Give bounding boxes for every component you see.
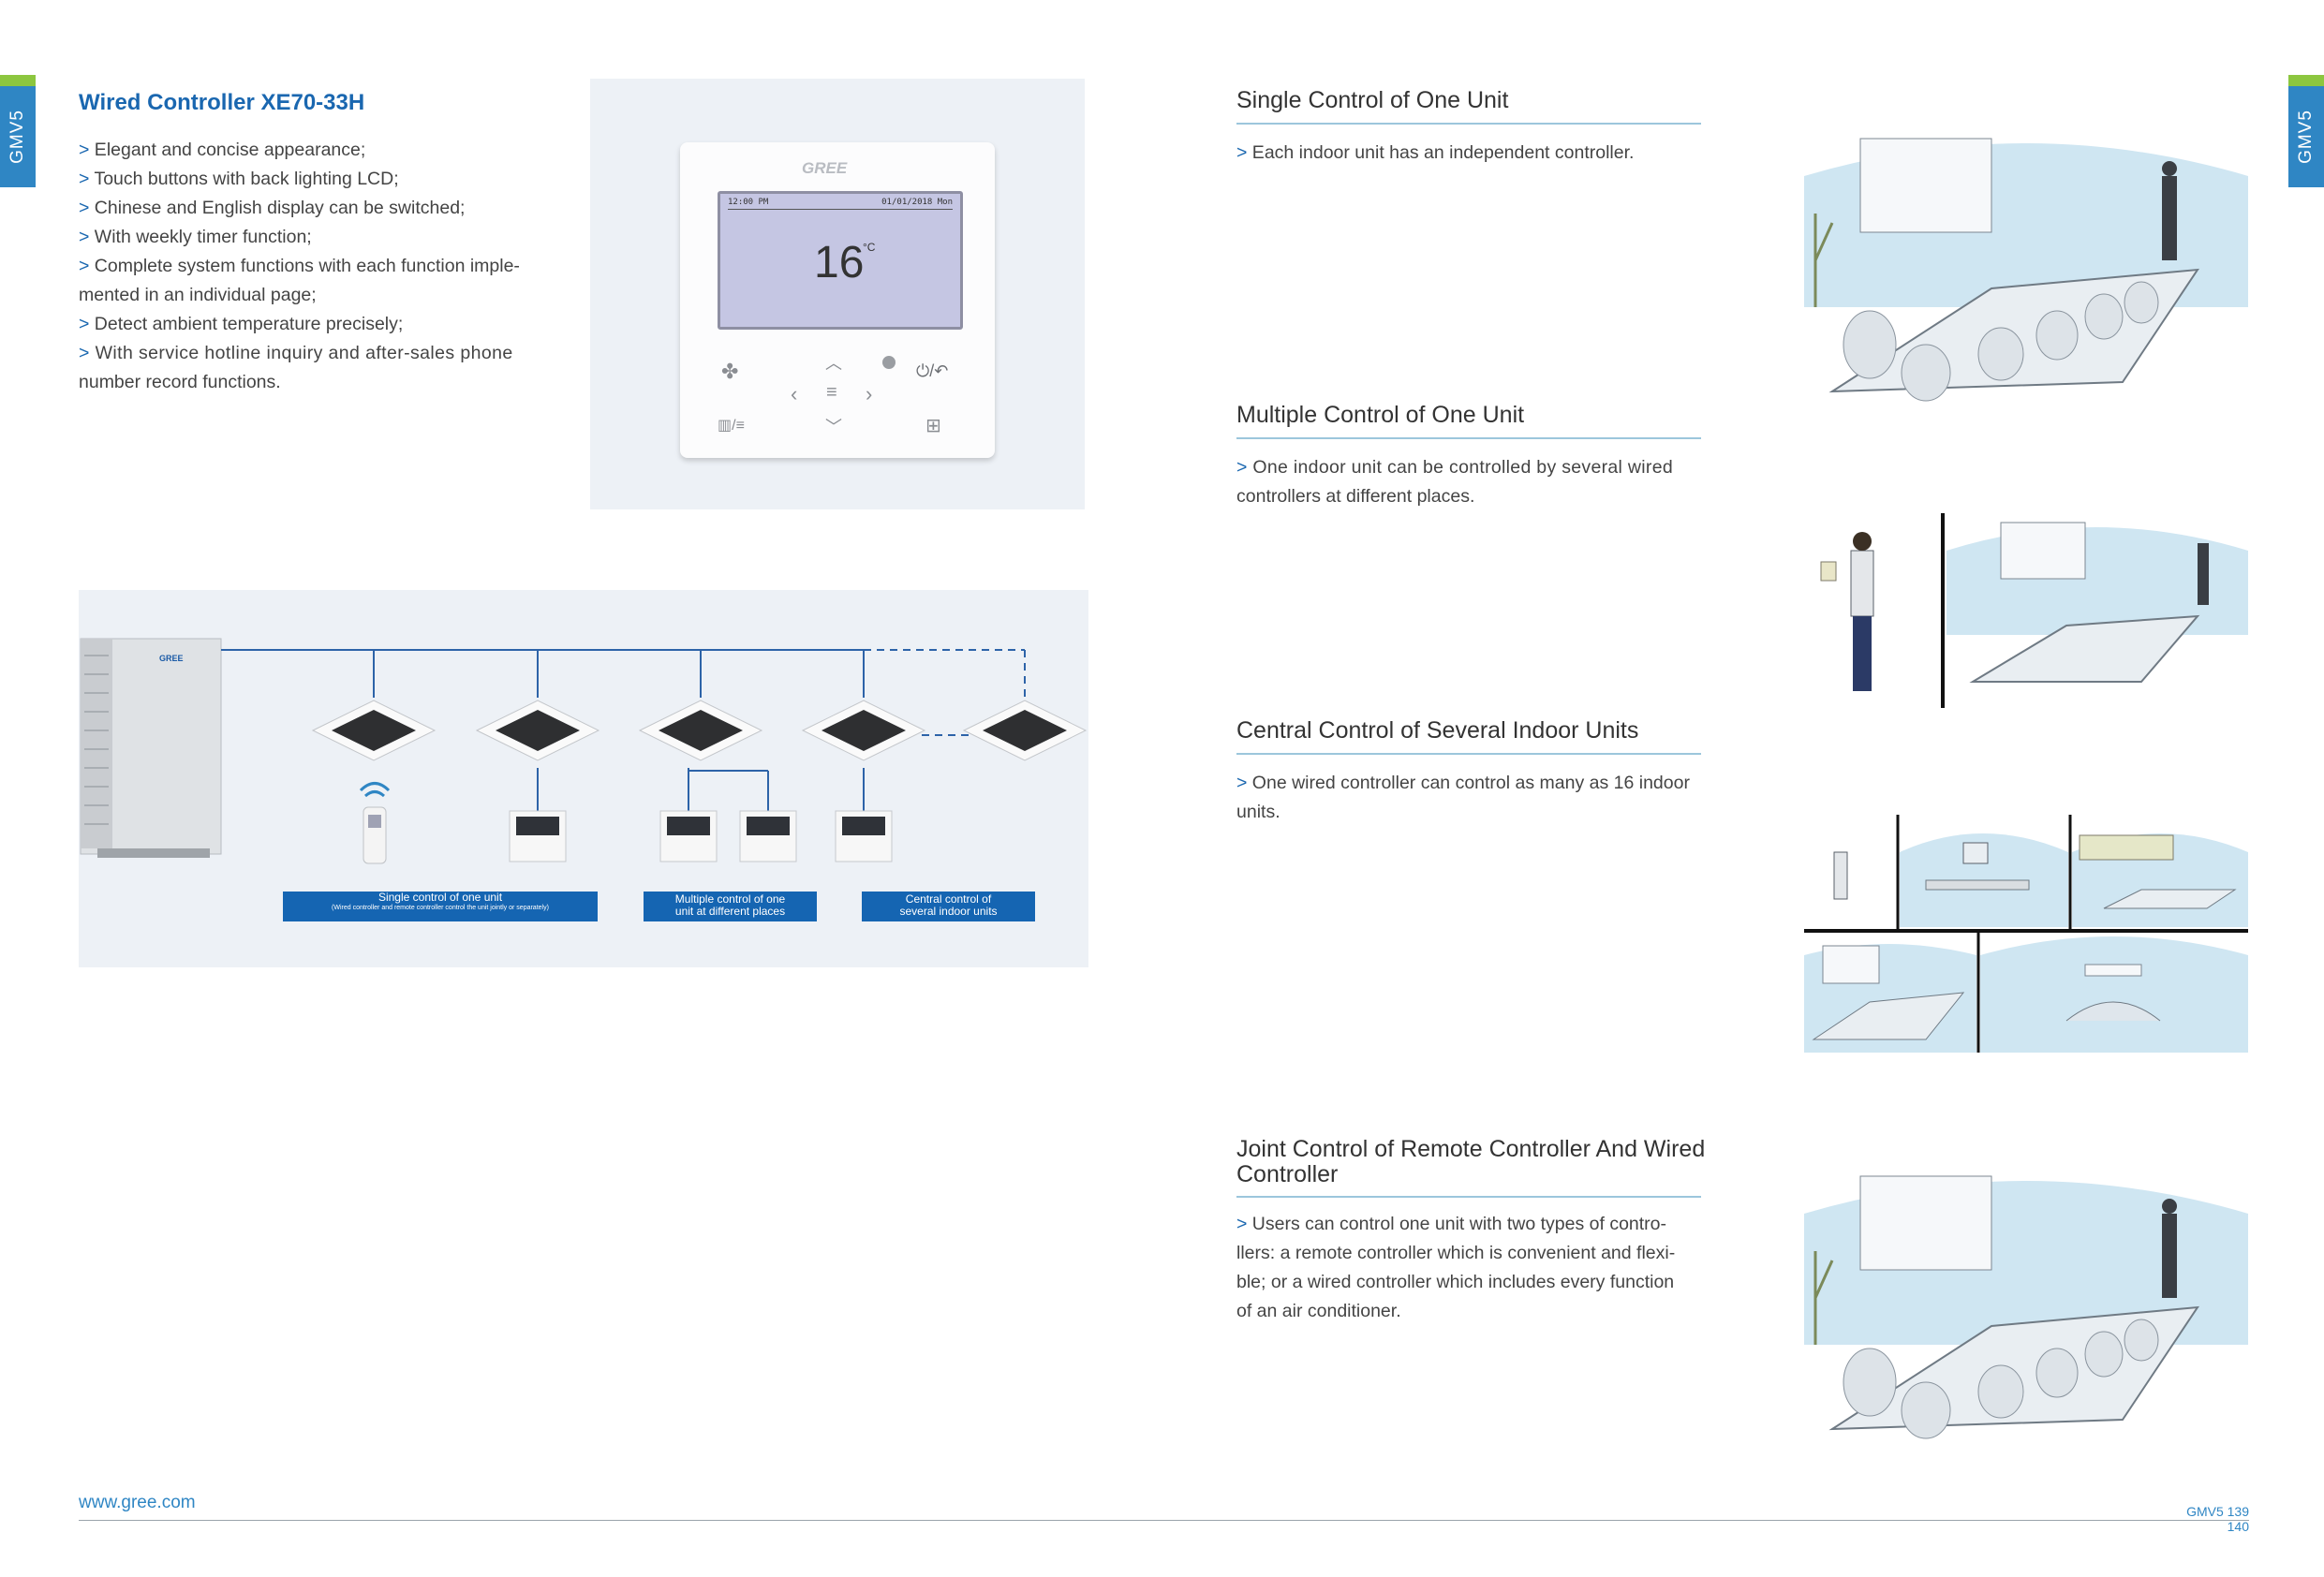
multiple-control-illustration bbox=[1804, 513, 2248, 708]
lcd-divider bbox=[728, 209, 953, 210]
section-body-line: > Users can control one unit with two ty… bbox=[1236, 1214, 1667, 1234]
footer-url[interactable]: www.gree.com bbox=[79, 1493, 196, 1512]
section-body-line: units. bbox=[1236, 802, 1280, 822]
footer-rule bbox=[79, 1520, 2249, 1521]
section-title: Multiple Control of One Unit bbox=[1236, 402, 1525, 428]
power-button-icon[interactable]: ⏻/↶ bbox=[916, 361, 949, 380]
bullet: > With service hotline inquiry and after… bbox=[79, 339, 556, 368]
device-brand: GREE bbox=[802, 159, 848, 177]
system-diagram-panel: GREE bbox=[79, 590, 1088, 967]
bullet-text: > With service hotline inquiry and after… bbox=[79, 343, 513, 363]
indoor-unit-cassette bbox=[311, 700, 437, 761]
section-title: Joint Control of Remote Controller And W… bbox=[1236, 1137, 1705, 1187]
side-tab-accent bbox=[0, 75, 36, 86]
controller-title: Wired Controller XE70-33H bbox=[79, 90, 365, 115]
lcd-screen: 12:00 PM 01/01/2018 Mon 16 °C bbox=[718, 191, 963, 330]
bullet-text: mented in an individual page; bbox=[79, 285, 317, 305]
bullet-text: > Elegant and concise appearance; bbox=[79, 140, 366, 160]
side-tab-left: GMV5 bbox=[0, 75, 36, 187]
page-number-left: GMV5 139 bbox=[2186, 1504, 2249, 1519]
wired-controller bbox=[509, 810, 567, 862]
remote-controller bbox=[359, 782, 391, 864]
right-arrow-icon[interactable]: › bbox=[866, 382, 873, 405]
bullet: > With weekly timer function; bbox=[79, 223, 556, 252]
bullet: > Chinese and English display can be swi… bbox=[79, 194, 556, 223]
indicator-light bbox=[882, 356, 896, 369]
side-tab-label: GMV5 bbox=[2296, 110, 2316, 164]
lcd-date: 01/01/2018 Mon bbox=[881, 198, 953, 207]
bullet: mented in an individual page; bbox=[79, 281, 556, 310]
bullet: > Touch buttons with back lighting LCD; bbox=[79, 165, 556, 194]
left-arrow-icon[interactable]: ‹ bbox=[791, 382, 798, 405]
section-body: > Each indoor unit has an independent co… bbox=[1236, 139, 1634, 168]
wired-controller bbox=[659, 810, 718, 862]
section-body-line: of an air conditioner. bbox=[1236, 1301, 1401, 1321]
section-body-line: > Each indoor unit has an independent co… bbox=[1236, 142, 1635, 163]
section-rule bbox=[1236, 437, 1701, 439]
indoor-unit-cassette bbox=[801, 700, 926, 761]
section-body: > One indoor unit can be controlled by s… bbox=[1236, 453, 1673, 511]
mode-button-icon[interactable]: ▥/≡ bbox=[718, 418, 745, 434]
side-tab-label: GMV5 bbox=[7, 110, 27, 164]
menu-icon[interactable]: ≡ bbox=[826, 382, 837, 403]
bullet: > Detect ambient temperature precisely; bbox=[79, 310, 556, 339]
outdoor-unit-brand: GREE bbox=[159, 654, 184, 663]
side-tab-accent bbox=[2288, 75, 2324, 86]
product-photo-panel: GREE 12:00 PM 01/01/2018 Mon 16 °C ✤ ︿ ‹… bbox=[590, 79, 1085, 509]
bullet: number record functions. bbox=[79, 368, 556, 397]
diagram-label-central: Central control of several indoor units bbox=[862, 892, 1035, 921]
bullet-text: > Touch buttons with back lighting LCD; bbox=[79, 169, 399, 189]
section-rule bbox=[1236, 123, 1701, 125]
function-grid-icon[interactable]: ⊞ bbox=[925, 416, 941, 436]
section-title-line: Controller bbox=[1236, 1161, 1339, 1187]
section-title-line: Joint Control of Remote Controller And W… bbox=[1236, 1136, 1706, 1162]
bullet-text: number record functions. bbox=[79, 372, 281, 392]
down-arrow-icon[interactable]: ﹀ bbox=[825, 418, 842, 436]
section-body-line: ble; or a wired controller which include… bbox=[1236, 1272, 1675, 1292]
side-tab-right: GMV5 bbox=[2288, 75, 2324, 187]
bullet-text: > Detect ambient temperature precisely; bbox=[79, 314, 404, 334]
section-rule bbox=[1236, 753, 1701, 755]
joint-control-illustration bbox=[1804, 1157, 2248, 1448]
label-line1: Multiple control of one bbox=[674, 892, 786, 906]
section-body: > One wired controller can control as ma… bbox=[1236, 769, 1690, 827]
section-body: > Users can control one unit with two ty… bbox=[1236, 1210, 1675, 1326]
diagram-label-single: Single control of one unit (Wired contro… bbox=[283, 892, 598, 921]
indoor-unit-cassette bbox=[962, 700, 1088, 761]
bullet-text: > Complete system functions with each fu… bbox=[79, 256, 520, 276]
wired-controller-device: GREE 12:00 PM 01/01/2018 Mon 16 °C ✤ ︿ ‹… bbox=[680, 142, 995, 458]
bullet: > Complete system functions with each fu… bbox=[79, 252, 556, 281]
label-line2: unit at different places bbox=[674, 905, 786, 918]
central-control-illustration bbox=[1804, 815, 2248, 1053]
section-rule bbox=[1236, 1196, 1701, 1198]
section-body-line: > One wired controller can control as ma… bbox=[1236, 773, 1690, 793]
system-diagram: GREE bbox=[80, 638, 1088, 864]
indoor-unit-cassette bbox=[638, 700, 763, 761]
label-line1: Single control of one unit bbox=[377, 891, 503, 904]
bullet-text: > Chinese and English display can be swi… bbox=[79, 198, 466, 218]
section-body-line: > One indoor unit can be controlled by s… bbox=[1236, 457, 1674, 478]
bullet-text: > With weekly timer function; bbox=[79, 227, 312, 247]
wired-controller bbox=[739, 810, 797, 862]
fan-button-icon[interactable]: ✤ bbox=[721, 360, 739, 383]
section-body-line: llers: a remote controller which is conv… bbox=[1236, 1243, 1676, 1263]
up-arrow-icon[interactable]: ︿ bbox=[825, 354, 842, 373]
page-number-right: 140 bbox=[2227, 1519, 2249, 1534]
wired-controller bbox=[835, 810, 893, 862]
lcd-time: 12:00 PM bbox=[728, 198, 769, 207]
lcd-unit: °C bbox=[863, 241, 876, 254]
meeting-room-illustration bbox=[1804, 120, 2248, 410]
bullet: > Elegant and concise appearance; bbox=[79, 136, 556, 165]
label-line2: (Wired controller and remote controller … bbox=[332, 905, 549, 911]
indoor-unit-cassette bbox=[475, 700, 600, 761]
label-line2: several indoor units bbox=[899, 905, 998, 918]
diagram-label-multiple: Multiple control of one unit at differen… bbox=[644, 892, 817, 921]
section-title: Single Control of One Unit bbox=[1236, 87, 1509, 113]
label-line1: Central control of bbox=[905, 892, 992, 906]
lcd-temperature: 16 bbox=[814, 238, 865, 287]
controller-bullets: > Elegant and concise appearance; > Touc… bbox=[79, 136, 556, 397]
outdoor-unit bbox=[80, 638, 222, 858]
section-title: Central Control of Several Indoor Units bbox=[1236, 717, 1639, 744]
section-body-line: controllers at different places. bbox=[1236, 486, 1475, 507]
